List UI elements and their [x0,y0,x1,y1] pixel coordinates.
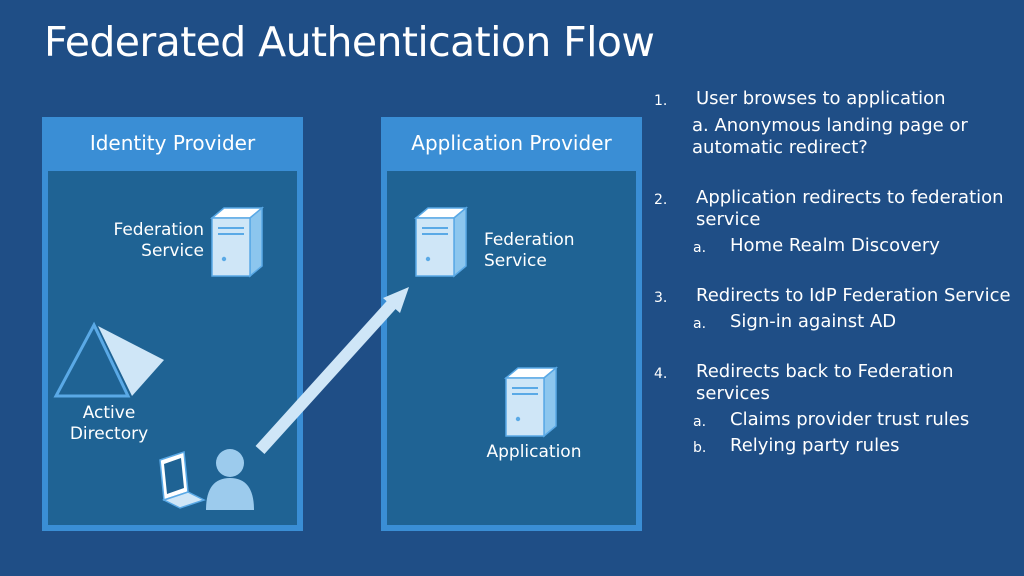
step-4: 4. Redirects back to Federation services [654,361,1019,405]
step-text: User browses to application [696,88,946,109]
active-directory-icon [53,321,164,398]
sub-number: b. [693,440,707,456]
user-icon [206,449,254,510]
step-4-sub-a: a. Claims provider trust rules [654,409,1019,431]
application-provider-header: Application Provider [411,130,612,155]
step-number: 3. [654,290,668,306]
app-federation-service-label: Federation Service [484,230,575,271]
sub-number: a. [693,414,707,430]
step-4-sub-b: b. Relying party rules [654,435,1019,457]
sub-number: a. [693,240,707,256]
application-label: Application [486,442,582,462]
sub-number: a. [693,316,707,332]
flow-arrow [255,287,409,455]
step-1: 1. User browses to application [654,88,1019,110]
application-server-icon [505,367,557,437]
step-1-note: a. Anonymous landing page or automatic r… [692,115,968,158]
step-3-sub-a: a. Sign-in against AD [654,311,1019,333]
sub-text: Sign-in against AD [730,311,897,332]
step-text: Redirects to IdP Federation Service [696,285,1011,306]
step-number: 1. [654,93,668,109]
sub-text: Claims provider trust rules [730,409,970,430]
app-federation-server-icon [415,207,467,277]
step-3: 3. Redirects to IdP Federation Service [654,285,1019,307]
idp-federation-server-icon [211,207,263,277]
active-directory-label: Active Directory [69,403,149,444]
sub-text: Relying party rules [730,435,900,456]
step-2: 2. Application redirects to federation s… [654,187,1019,231]
slide-title: Federated Authentication Flow [44,18,655,66]
idp-federation-service-label: Federation Service [113,220,204,261]
step-text: Redirects back to Federation services [696,361,954,404]
flow-steps: 1. User browses to application a. Anonym… [654,88,1019,457]
step-number: 2. [654,192,668,208]
step-number: 4. [654,366,668,382]
laptop-icon [159,450,206,509]
step-text: Application redirects to federation serv… [696,187,1004,230]
identity-provider-header: Identity Provider [89,130,256,155]
sub-text: Home Realm Discovery [730,235,940,256]
step-2-sub-a: a. Home Realm Discovery [654,235,1019,257]
